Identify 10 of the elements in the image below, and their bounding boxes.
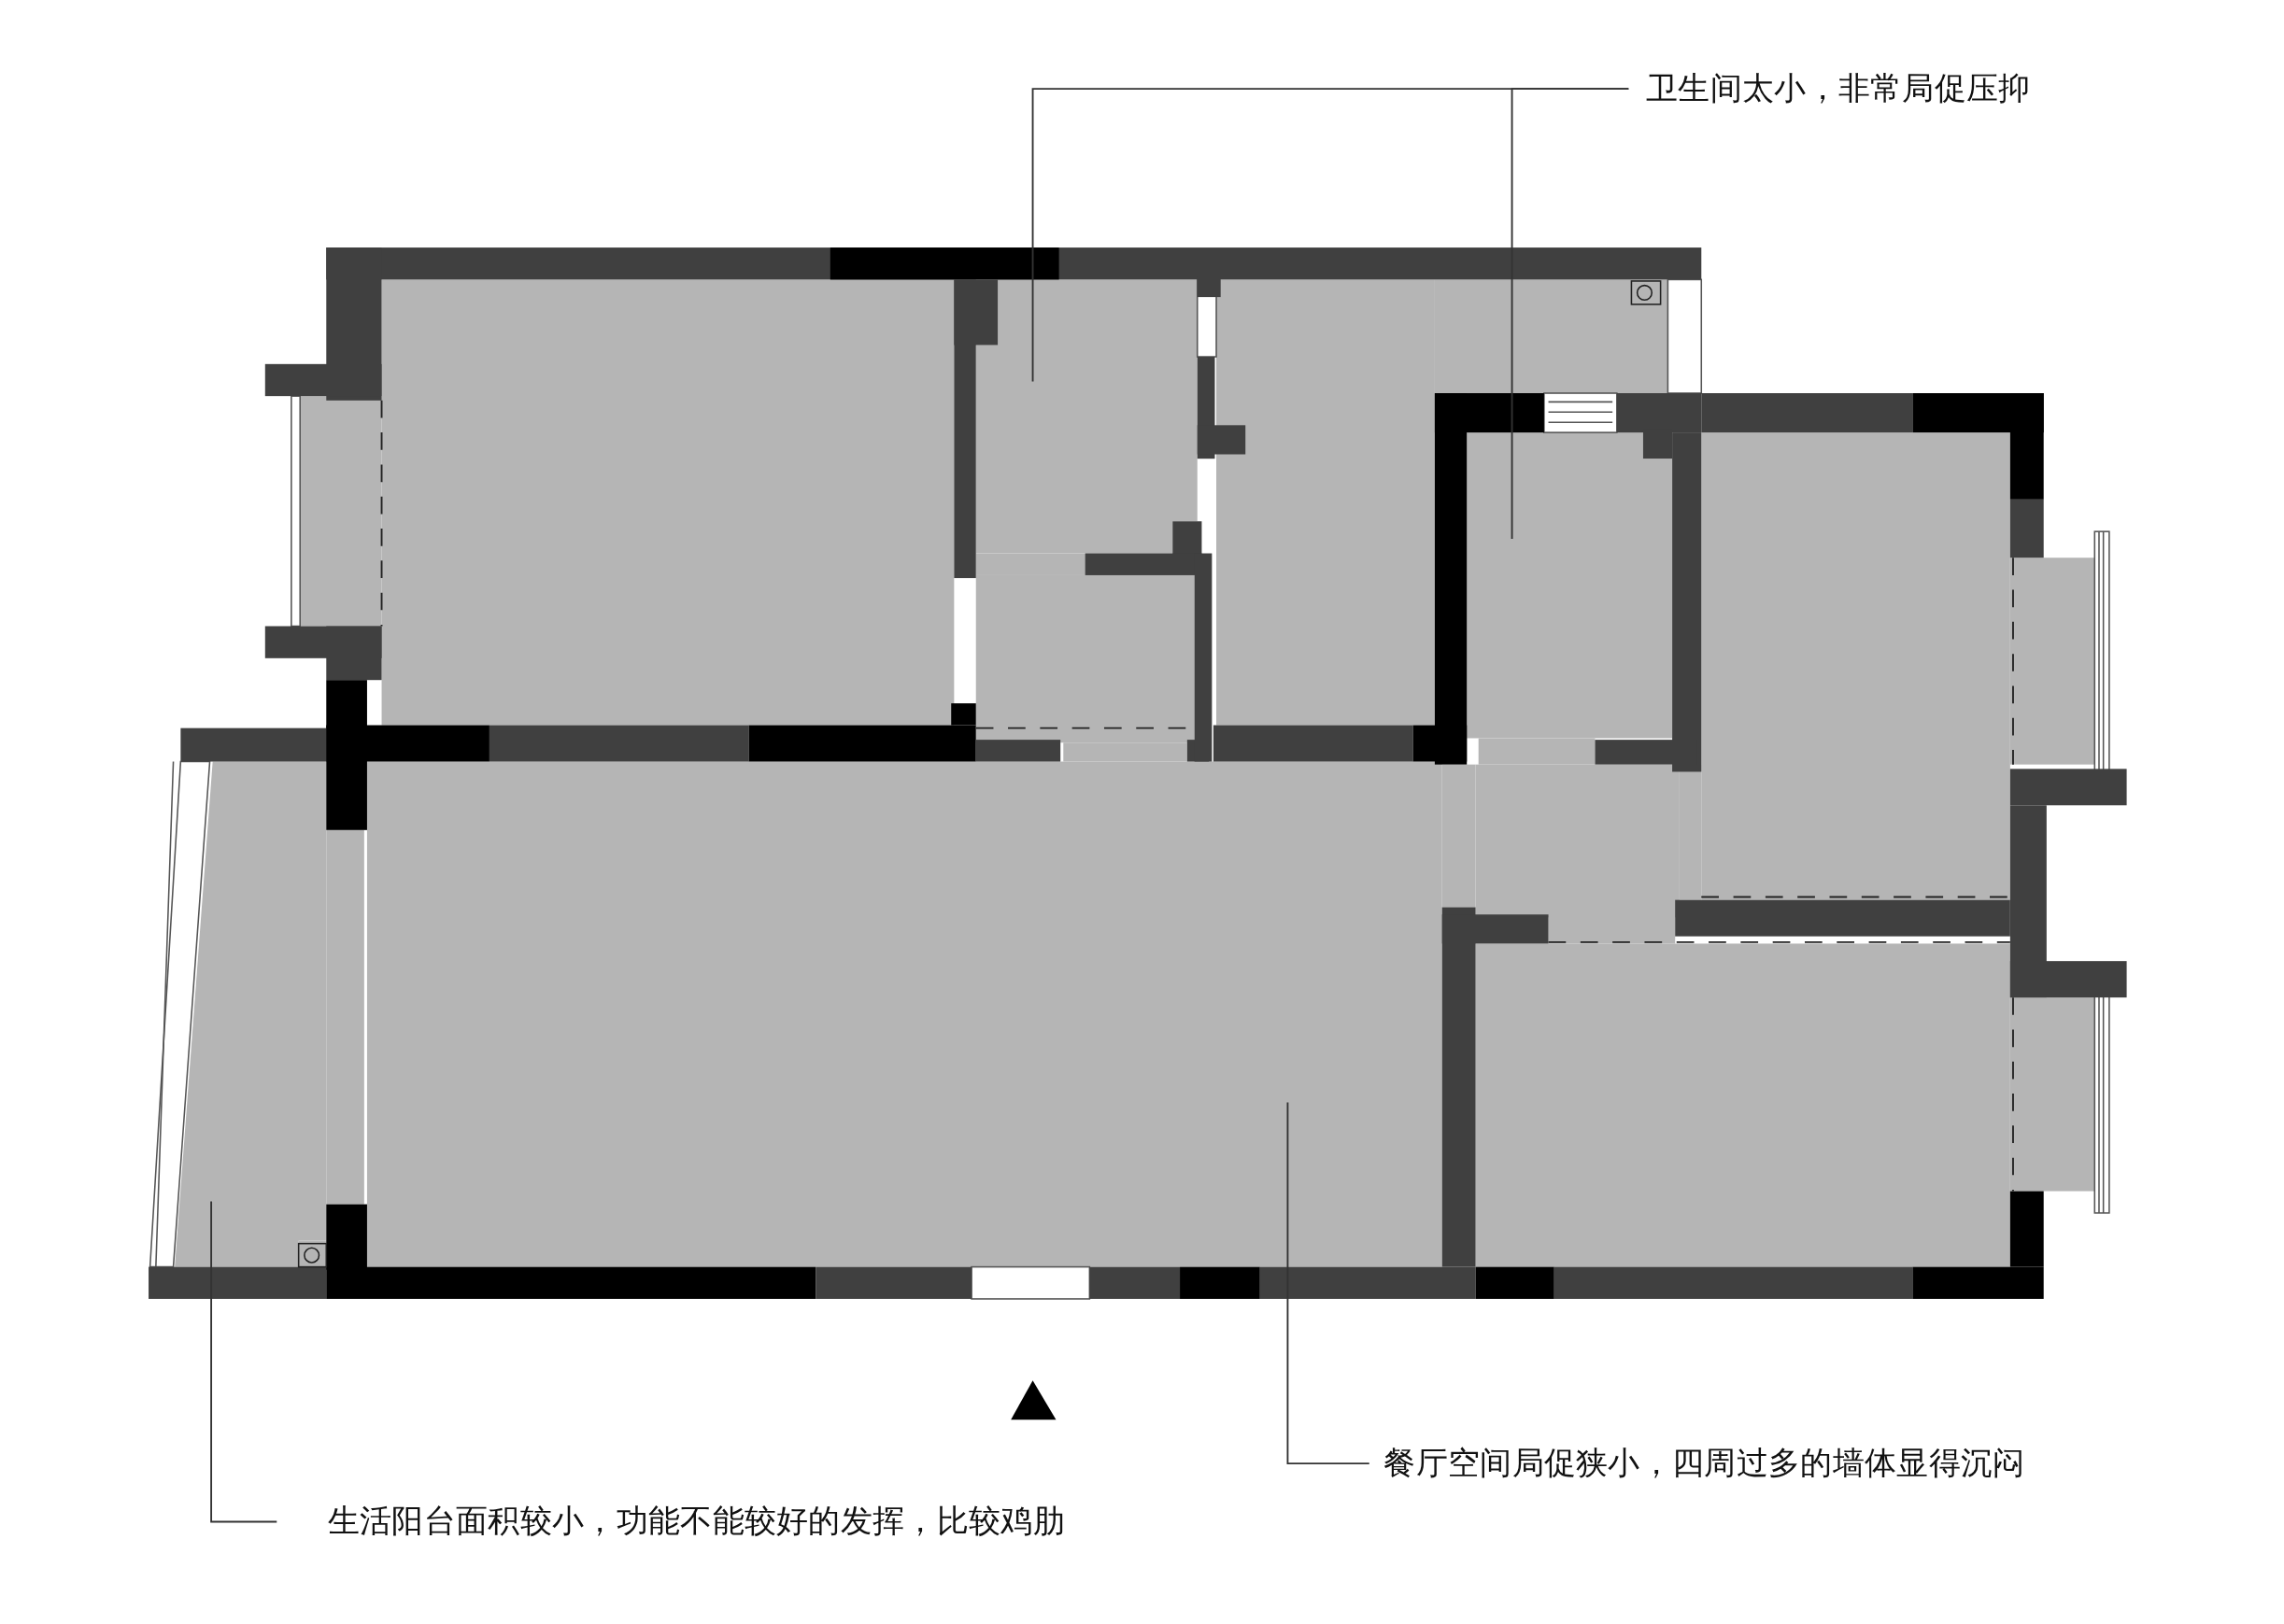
leader-line bbox=[1286, 1101, 1370, 1465]
leader-line bbox=[1511, 88, 1630, 540]
callout-text: 卫生间太小，非常局促压抑 bbox=[1646, 68, 2031, 109]
room-area bbox=[975, 279, 1198, 554]
room-area bbox=[175, 761, 327, 1267]
leader-line bbox=[210, 1200, 278, 1523]
room-area bbox=[366, 761, 1442, 1267]
room-area bbox=[1467, 432, 1673, 739]
callout-text: 生活阳台面积较小，功能不能较好的发挥，比较鸡肋 bbox=[327, 1501, 1065, 1543]
callout-text: 餐厅空间局促狭小，四周过多的墙体显得沉闷 bbox=[1383, 1443, 2025, 1484]
